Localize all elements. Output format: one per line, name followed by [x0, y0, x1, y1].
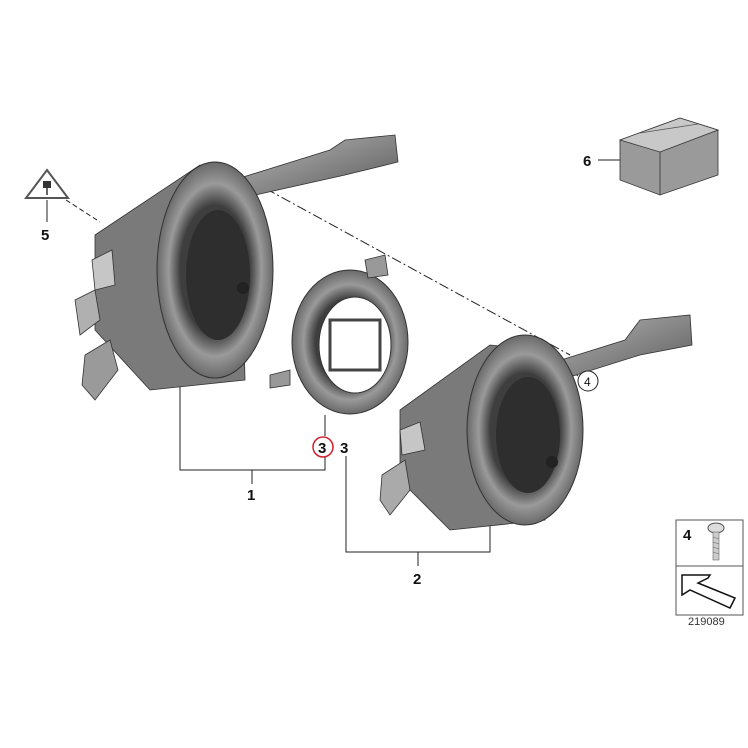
callout-3-highlighted[interactable]: 3 — [318, 440, 326, 457]
electrical-warning-triangle-icon — [24, 168, 70, 199]
leader-lines — [46, 159, 620, 566]
legend-item-number: 4 — [683, 527, 692, 544]
steering-column-switch-left[interactable] — [74, 134, 399, 401]
legend-box: 4 219089 — [675, 519, 744, 628]
clock-spring-ring[interactable] — [269, 254, 409, 415]
callout-5: 5 — [41, 227, 49, 244]
diagram-number: 219089 — [688, 616, 725, 628]
arrow-icon — [681, 574, 737, 609]
screw-icon — [707, 522, 725, 561]
control-unit-box[interactable] — [618, 117, 720, 196]
callout-4: 4 — [584, 375, 591, 389]
steering-column-switch-right[interactable] — [379, 314, 693, 531]
highlight-circle — [312, 436, 334, 458]
callout-4-circle — [577, 370, 599, 392]
callout-2: 2 — [413, 571, 421, 588]
callout-3: 3 — [340, 440, 348, 457]
callout-6: 6 — [583, 153, 591, 170]
callout-1: 1 — [247, 487, 255, 504]
